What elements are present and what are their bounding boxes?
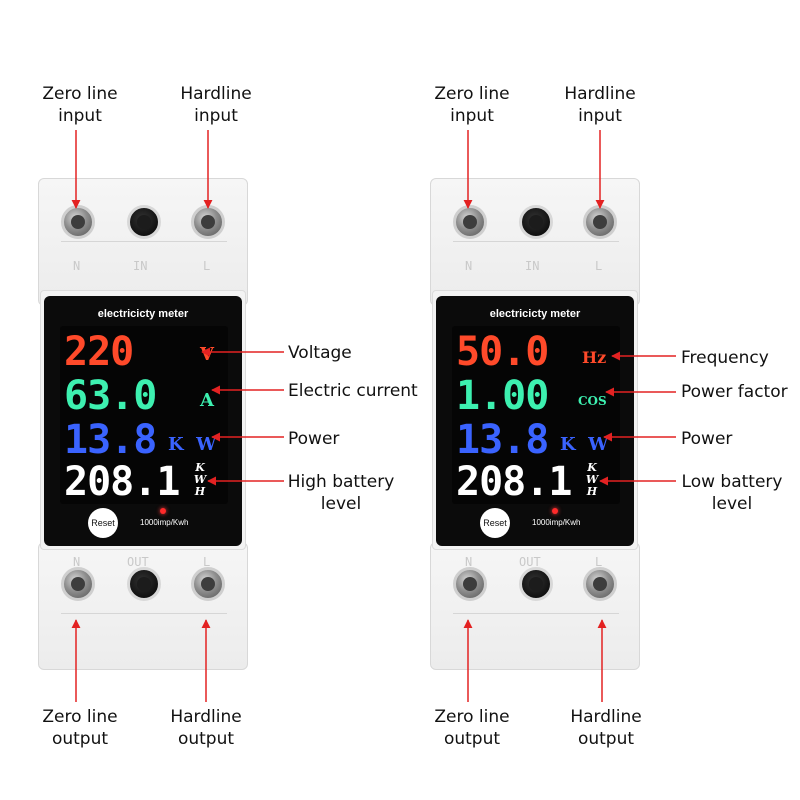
readout-unit: K W xyxy=(168,434,217,455)
label-zero-line-input-left: Zero line input xyxy=(42,84,118,126)
label-electric-current: Electric current xyxy=(288,381,418,401)
readout-power-factor: 1.00 COS xyxy=(452,374,620,418)
terminal-mark: OUT xyxy=(127,555,149,569)
readout-value: 208.1 xyxy=(456,459,572,505)
hardline-input-screw-icon xyxy=(583,205,617,239)
readout-value: 63.0 xyxy=(64,373,157,419)
readout-unit: COS xyxy=(578,394,607,408)
terminal-mark: L xyxy=(595,259,603,273)
pulse-led-icon xyxy=(552,508,558,514)
terminal-mark: L xyxy=(595,555,603,569)
display-panel: electricicty meter 220 V 63.0 A 13.8 K W… xyxy=(44,296,242,546)
terminal-mark: OUT xyxy=(519,555,541,569)
label-low-battery-level: Low battery level xyxy=(681,472,783,514)
hardline-input-screw-icon xyxy=(191,205,225,239)
terminal-mark: N xyxy=(465,259,473,273)
readout-unit: Hz xyxy=(582,348,607,367)
label-power-factor: Power factor xyxy=(681,382,788,402)
readout-value: 13.8 xyxy=(64,417,157,463)
terminal-mark: N xyxy=(73,555,81,569)
terminal-mark: IN xyxy=(525,259,540,273)
unused-terminal-icon xyxy=(127,567,161,601)
label-zero-line-output-left: Zero line output xyxy=(42,707,118,749)
electricity-meter-right: N IN L N OUT L electricicty meter 50.0 H… xyxy=(430,178,640,670)
label-zero-line-input-right: Zero line input xyxy=(434,84,510,126)
readout-current: 63.0 A xyxy=(60,374,228,418)
zero-line-input-screw-icon xyxy=(453,205,487,239)
readout-power: 13.8 K W xyxy=(452,418,620,462)
readout-voltage: 220 V xyxy=(60,330,228,374)
label-zero-line-output-right: Zero line output xyxy=(434,707,510,749)
bottom-terminal-block: N OUT L xyxy=(430,542,640,670)
zero-line-output-screw-icon xyxy=(453,567,487,601)
terminal-mark: L xyxy=(203,555,211,569)
label-hardline-output-left: Hardline output xyxy=(170,707,242,749)
terminal-mark: IN xyxy=(133,259,148,273)
readout-value: 13.8 xyxy=(456,417,549,463)
label-power-left: Power xyxy=(288,429,340,449)
label-power-right: Power xyxy=(681,429,733,449)
readout-frequency: 50.0 Hz xyxy=(452,330,620,374)
terminal-mark: L xyxy=(203,259,211,273)
display-panel: electricicty meter 50.0 Hz 1.00 COS 13.8… xyxy=(436,296,634,546)
readout-value: 1.00 xyxy=(456,373,549,419)
label-frequency: Frequency xyxy=(681,348,769,368)
readout-unit: A xyxy=(200,390,214,411)
panel-title: electricicty meter xyxy=(489,308,581,320)
label-hardline-output-right: Hardline output xyxy=(570,707,642,749)
top-terminal-block: N IN L xyxy=(38,178,248,306)
impulse-rate-label: 1000imp/Kwh xyxy=(532,518,581,527)
readout-unit: V xyxy=(200,344,214,365)
readout-value: 50.0 xyxy=(456,329,549,375)
unused-terminal-icon xyxy=(519,205,553,239)
zero-line-output-screw-icon xyxy=(61,567,95,601)
hardline-output-screw-icon xyxy=(191,567,225,601)
impulse-rate-label: 1000imp/Kwh xyxy=(140,518,189,527)
top-terminal-block: N IN L xyxy=(430,178,640,306)
unused-terminal-icon xyxy=(127,205,161,239)
pulse-led-icon xyxy=(160,508,166,514)
unused-terminal-icon xyxy=(519,567,553,601)
hardline-output-screw-icon xyxy=(583,567,617,601)
reset-button[interactable]: Reset xyxy=(480,508,510,538)
readout-value: 220 xyxy=(64,329,134,375)
panel-title: electricicty meter xyxy=(97,308,189,320)
label-hardline-input-right: Hardline input xyxy=(564,84,636,126)
terminal-mark: N xyxy=(73,259,81,273)
electricity-meter-left: N IN L N OUT L electricicty meter 220 V … xyxy=(38,178,248,670)
bottom-terminal-block: N OUT L xyxy=(38,542,248,670)
reset-button[interactable]: Reset xyxy=(88,508,118,538)
readout-value: 208.1 xyxy=(64,459,180,505)
label-hardline-input-left: Hardline input xyxy=(180,84,252,126)
readout-power: 13.8 K W xyxy=(60,418,228,462)
label-voltage: Voltage xyxy=(288,343,352,363)
readout-unit: K W xyxy=(560,434,609,455)
terminal-mark: N xyxy=(465,555,473,569)
zero-line-input-screw-icon xyxy=(61,205,95,239)
label-high-battery-level: High battery level xyxy=(287,472,395,514)
